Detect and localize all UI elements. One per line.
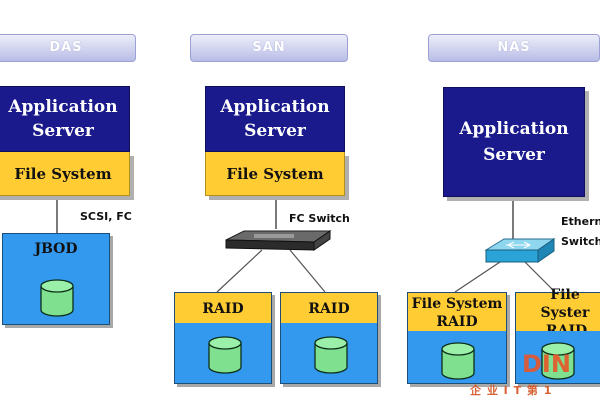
das-app-line2: Server — [32, 121, 94, 141]
nas-header: NAS — [428, 34, 600, 62]
san-raid-right-disk-icon — [314, 336, 348, 374]
nas-link-left — [454, 261, 501, 293]
nas-storage-left-label: File System RAID — [408, 293, 506, 334]
san-connection-label: FC Switch — [289, 212, 350, 225]
san-file-system: File System — [205, 152, 345, 196]
das-application-server: Application Server — [0, 86, 130, 152]
san-link-left — [216, 249, 263, 293]
nas-app-line2: Server — [483, 145, 545, 165]
nas-link-right — [524, 261, 556, 293]
nas-app-line1: Application — [459, 119, 569, 139]
nas-connection-line2: Switch — [561, 235, 600, 248]
watermark-brand: DIN — [522, 350, 571, 378]
ethernet-switch-icon — [484, 238, 556, 263]
das-file-system: File System — [0, 152, 130, 196]
san-application-server: Application Server — [205, 86, 345, 152]
san-raid-right: RAID — [280, 292, 378, 384]
nas-storage-left-line2: RAID — [436, 314, 478, 330]
san-app-line2: Server — [244, 121, 306, 141]
das-connection-label: SCSI, FC — [80, 210, 132, 223]
nas-storage-right-line1: File Syster — [540, 287, 590, 321]
san-header: SAN — [190, 34, 348, 62]
san-raid-left: RAID — [174, 292, 272, 384]
nas-storage-right: File Syster RAID — [515, 287, 600, 384]
nas-storage-right-label: File Syster RAID — [516, 287, 600, 339]
das-disk-icon — [40, 279, 74, 317]
san-raid-left-label: RAID — [175, 293, 271, 326]
nas-connection-line1: Ethern — [561, 215, 600, 228]
san-link-right — [289, 249, 326, 293]
san-app-line1: Application — [220, 97, 330, 117]
nas-storage-left-disk-icon — [441, 342, 475, 380]
san-raid-left-disk-icon — [208, 336, 242, 374]
watermark-tagline: 企 业 I T 第 1 — [470, 384, 553, 397]
san-raid-right-label: RAID — [281, 293, 377, 326]
nas-storage-left-line1: File System — [411, 296, 503, 312]
das-header: DAS — [0, 34, 136, 62]
nas-application-server: Application Server — [443, 87, 585, 197]
nas-connection-label: Ethern Switch — [561, 212, 600, 252]
das-app-line1: Application — [8, 97, 118, 117]
das-jbod-label: JBOD — [3, 234, 109, 264]
fc-switch-icon — [225, 230, 332, 251]
nas-storage-left: File System RAID — [407, 292, 507, 384]
nas-storage-right-disk-icon — [541, 342, 575, 380]
das-jbod: JBOD — [2, 233, 110, 325]
